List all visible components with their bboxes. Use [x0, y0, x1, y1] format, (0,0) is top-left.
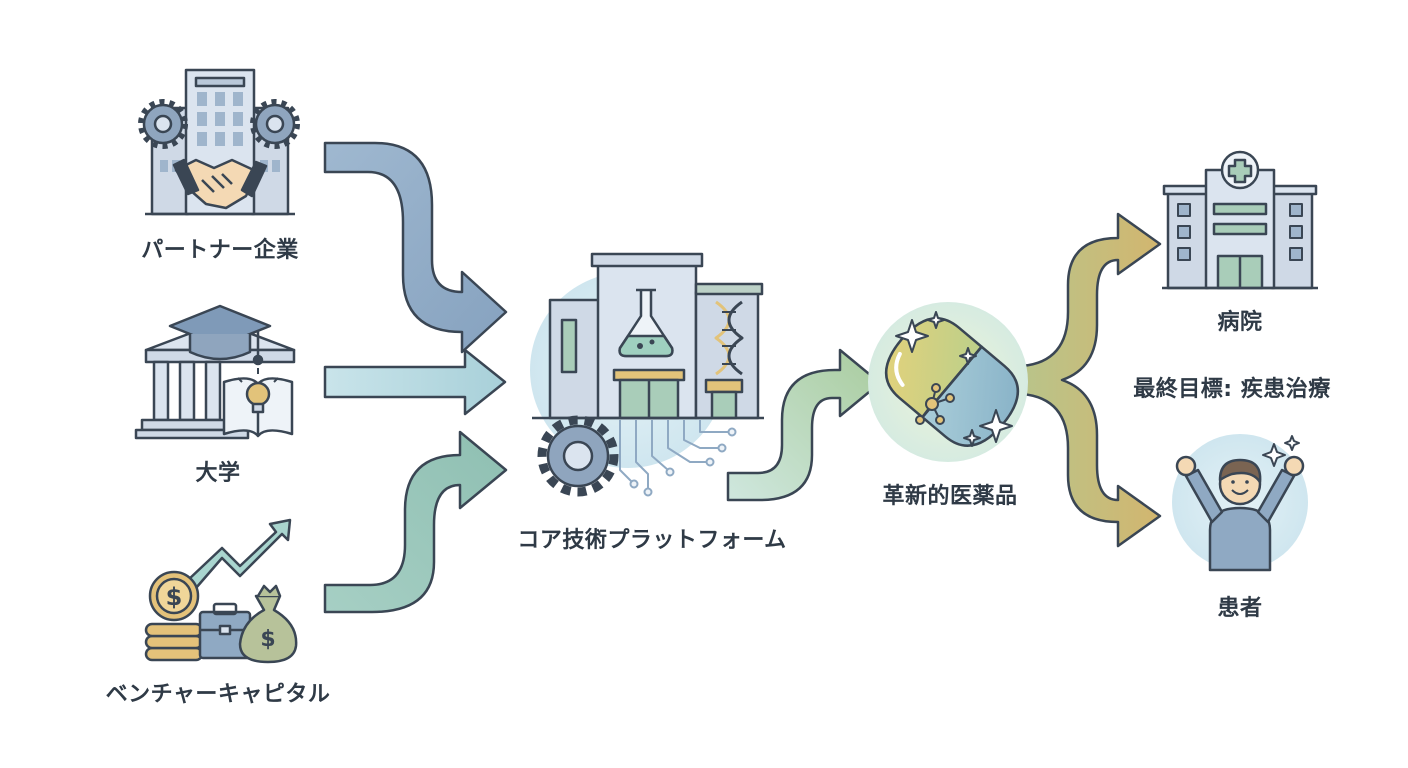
hospital-icon [1162, 150, 1318, 290]
hospital-label: 病院 [1217, 310, 1263, 335]
arrow-partner-to-platform [323, 141, 508, 354]
university-graduation-cap-icon [134, 304, 296, 440]
platform-label: コア技術プラットフォーム [517, 528, 787, 553]
office-building-handshake-icon [138, 68, 300, 216]
svg-text:$: $ [166, 583, 183, 611]
arrow-venture-to-platform [323, 430, 508, 614]
university-label: 大学 [195, 461, 241, 486]
arrow-platform-to-medicine [726, 348, 882, 502]
happy-patient-icon [1172, 434, 1308, 572]
patient-label: 患者 [1217, 596, 1263, 621]
svg-text:$: $ [260, 627, 275, 652]
medicine-label: 革新的医薬品 [882, 484, 1018, 509]
venture-label: ベンチャーキャピタル [105, 682, 331, 707]
arrow-university-to-platform [323, 348, 507, 416]
capsule-icon [868, 302, 1028, 462]
goal-label: 最終目標: 疾患治療 [1133, 377, 1331, 402]
partner-label: パートナー企業 [141, 238, 299, 263]
arrow-medicine-to-outcomes [1020, 212, 1162, 548]
money-growth-icon: $ $ [144, 518, 298, 664]
research-lab-building-icon [530, 252, 764, 497]
